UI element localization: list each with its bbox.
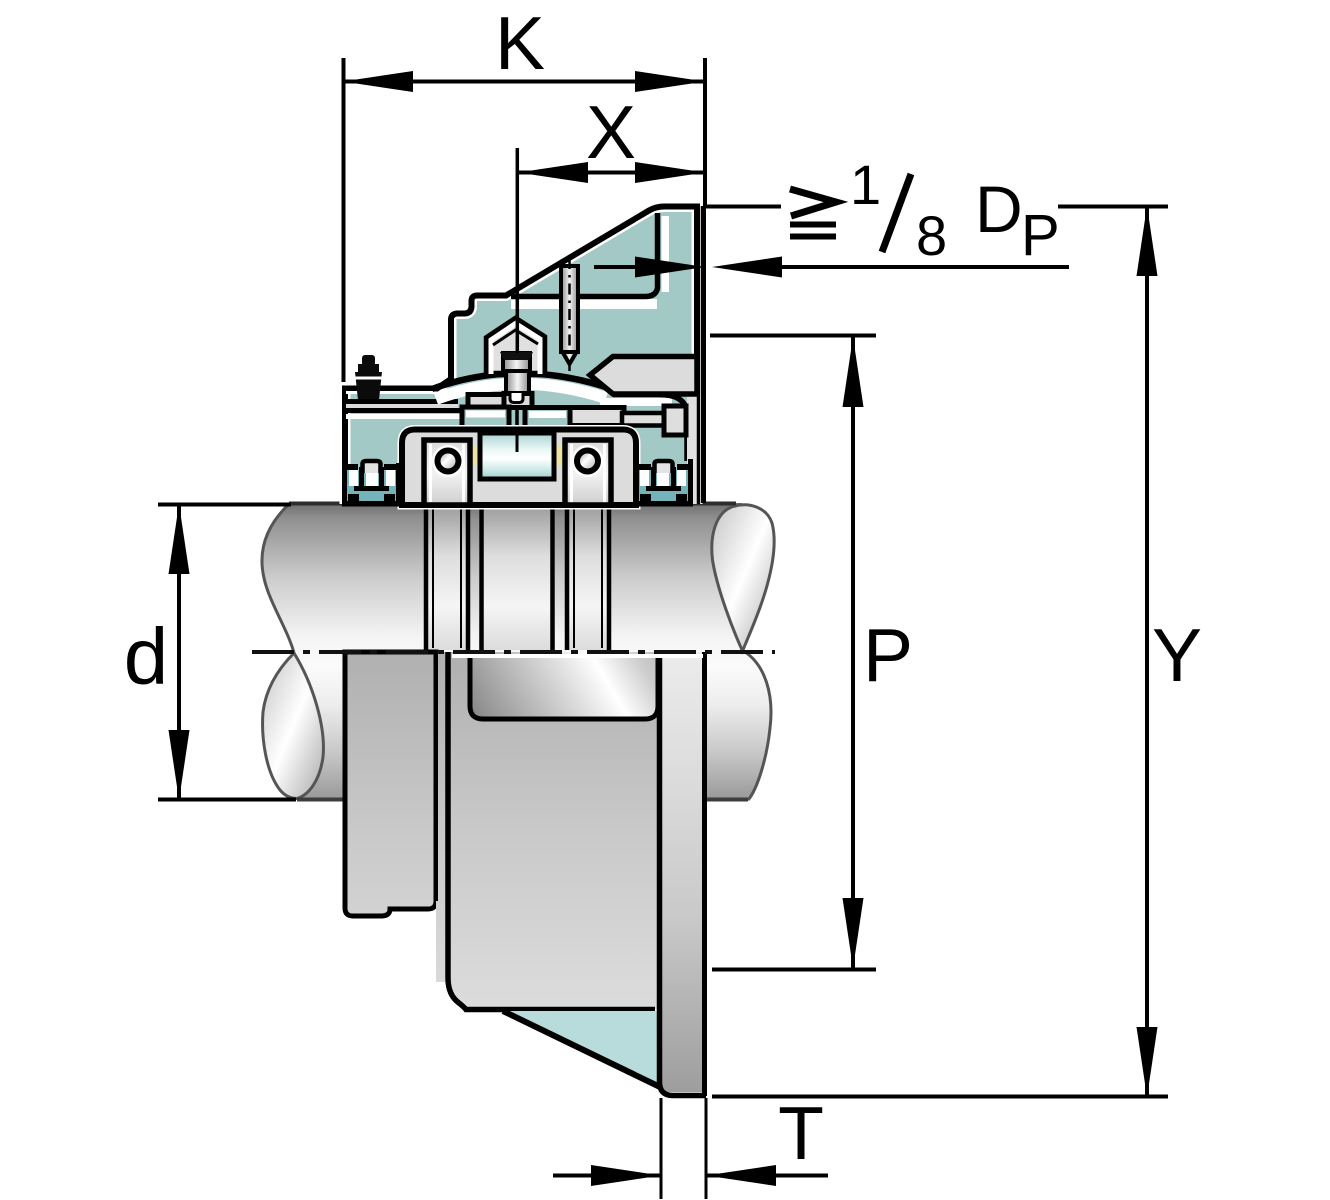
svg-text:K: K [495,1,545,85]
svg-text:Y: Y [1152,613,1202,697]
svg-text:P: P [1021,203,1060,268]
svg-text:8: 8 [916,204,947,267]
svg-text:T: T [778,1091,824,1175]
svg-text:X: X [586,90,636,174]
svg-text:P: P [863,613,913,697]
svg-text:1: 1 [850,153,881,216]
svg-text:d: d [124,612,169,701]
svg-text:D: D [975,172,1023,246]
